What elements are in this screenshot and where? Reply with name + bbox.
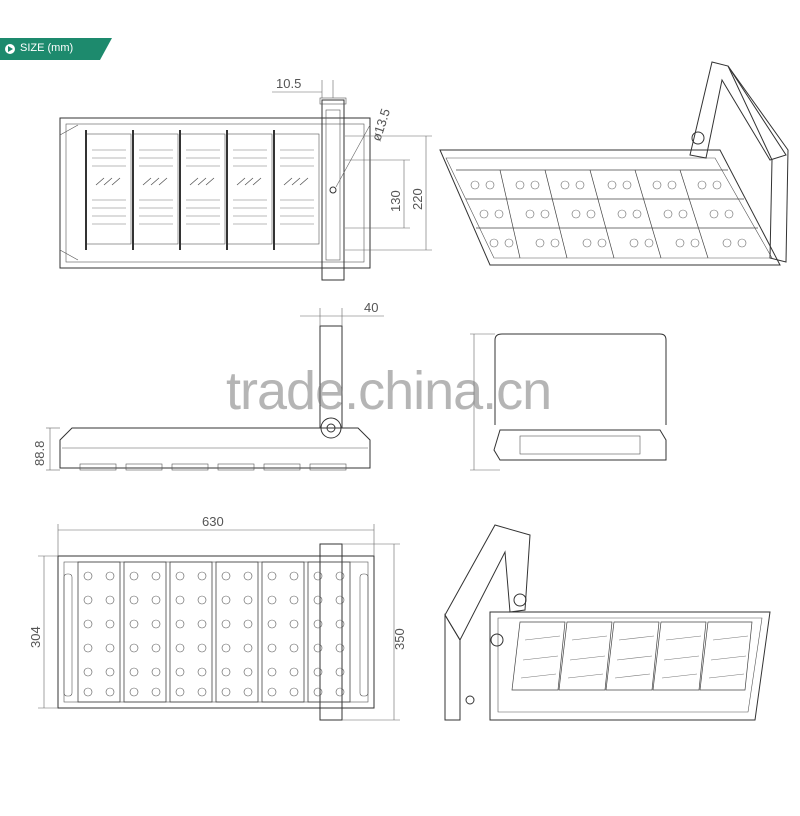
fin-panels — [85, 133, 320, 245]
dim-label-350: 350 — [392, 628, 407, 650]
chevron-right-icon — [8, 46, 13, 52]
dim-304: 304 — [28, 555, 58, 709]
perspective-rear-view — [444, 524, 771, 721]
banner-shape — [0, 38, 112, 60]
dim-label-130: 130 — [388, 190, 403, 212]
top-view: 10.5 ø13.5 130 220 — [59, 76, 432, 281]
bottom-view: 630 304 350 — [28, 514, 407, 721]
dim-label-304: 304 — [28, 626, 43, 648]
dim-630: 630 — [57, 514, 375, 556]
perspective-front-view — [439, 61, 789, 266]
dim-label-220: 220 — [410, 188, 425, 210]
dim-label-630: 630 — [202, 514, 224, 529]
dim-hole: ø13.5 — [335, 107, 394, 188]
dim-label-10-5: 10.5 — [276, 76, 301, 91]
size-banner: SIZE (mm) — [0, 38, 112, 60]
banner-label: SIZE (mm) — [20, 42, 74, 54]
dim-label-40: 40 — [364, 300, 378, 315]
dim-88-8: 88.8 — [32, 427, 60, 471]
watermark: trade.china.cn — [226, 361, 552, 421]
dim-40: 40 — [300, 300, 384, 326]
side-view: 40 88.8 — [32, 300, 384, 471]
dim-label-88-8: 88.8 — [32, 441, 47, 466]
dim-350: 350 — [342, 543, 407, 721]
dim-220: 220 — [345, 135, 432, 251]
dim-130: 130 — [345, 159, 410, 229]
dim-10-5: 10.5 — [272, 76, 334, 98]
dim-label-hole: ø13.5 — [369, 107, 394, 143]
end-view — [470, 333, 667, 471]
